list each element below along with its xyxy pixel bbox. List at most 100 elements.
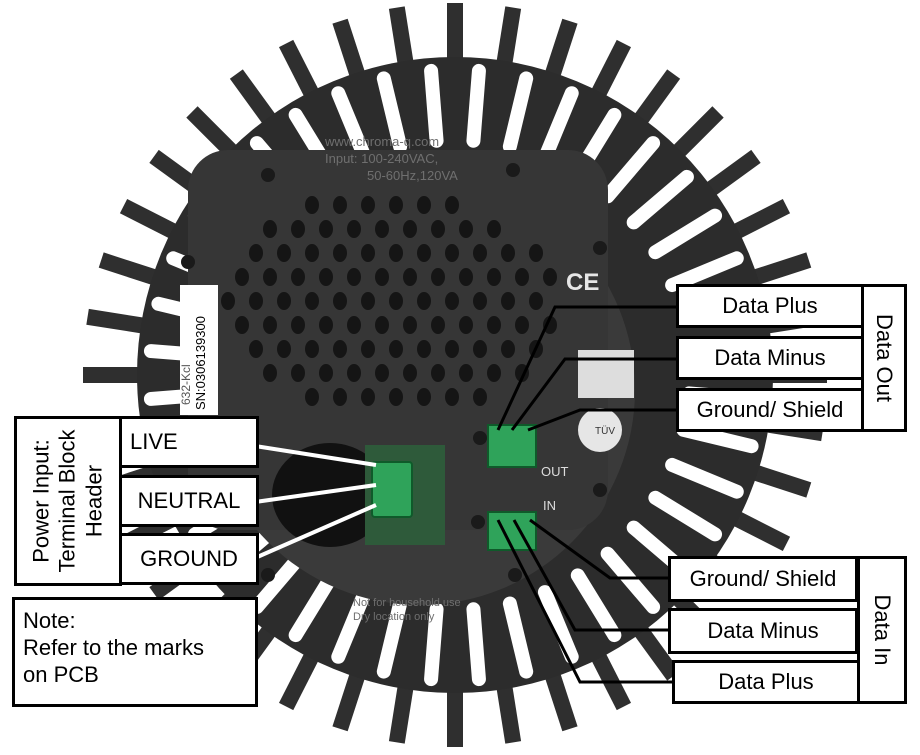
- vent-hole: [459, 268, 473, 286]
- vent-hole: [515, 364, 529, 382]
- vent-hole: [375, 316, 389, 334]
- vent-hole: [361, 244, 375, 262]
- vent-hole: [389, 196, 403, 214]
- vent-hole: [417, 244, 431, 262]
- vent-hole: [221, 292, 235, 310]
- data-in-ground-label: Ground/ Shield: [668, 556, 858, 602]
- data-out-minus-label: Data Minus: [676, 336, 864, 380]
- vent-hole: [291, 268, 305, 286]
- heatsink-slot: [376, 596, 408, 679]
- vent-hole: [319, 268, 333, 286]
- heatsink-slot: [648, 490, 723, 542]
- notice-line-1: Not for household use: [353, 597, 461, 609]
- heatsink-slot: [537, 86, 579, 165]
- vent-hole: [543, 316, 557, 334]
- vent-hole: [319, 364, 333, 382]
- vent-hole: [473, 388, 487, 406]
- data-out-plus-label: Data Plus: [676, 284, 864, 328]
- vent-hole: [515, 316, 529, 334]
- vent-hole: [487, 364, 501, 382]
- neutral-label: NEUTRAL: [119, 475, 259, 527]
- vent-hole: [431, 316, 445, 334]
- vent-hole: [333, 244, 347, 262]
- vent-hole: [417, 292, 431, 310]
- data-in-plus-label: Data Plus: [672, 660, 860, 704]
- heatsink-slot: [466, 63, 486, 148]
- vent-hole: [347, 220, 361, 238]
- vent-hole: [417, 388, 431, 406]
- vent-hole: [249, 340, 263, 358]
- vent-hole: [389, 388, 403, 406]
- vent-hole: [319, 220, 333, 238]
- vent-hole: [347, 268, 361, 286]
- data-in-title: Data In: [870, 594, 895, 666]
- vent-hole: [487, 220, 501, 238]
- input-rating-line-2: 50-60Hz,120VA: [367, 168, 458, 183]
- vent-hole: [445, 244, 459, 262]
- vent-hole: [445, 292, 459, 310]
- vent-hole: [445, 388, 459, 406]
- vent-hole: [347, 316, 361, 334]
- vent-hole: [487, 268, 501, 286]
- note-box: Note: Refer to the marks on PCB: [12, 597, 258, 707]
- vent-hole: [375, 268, 389, 286]
- heatsink-slot: [665, 457, 744, 499]
- vent-hole: [529, 340, 543, 358]
- in-port-label: IN: [543, 498, 556, 513]
- vent-hole: [473, 292, 487, 310]
- heatsink-slot: [665, 251, 744, 293]
- tuv-mark-text: TÜV: [595, 425, 615, 437]
- vent-hole: [277, 244, 291, 262]
- power-terminal-block: [371, 461, 413, 518]
- note-line-3: on PCB: [23, 661, 99, 687]
- vent-hole: [263, 316, 277, 334]
- notice-line-2: Dry location only: [353, 611, 435, 623]
- vent-hole: [515, 268, 529, 286]
- vent-hole: [249, 244, 263, 262]
- vent-hole: [361, 340, 375, 358]
- vent-hole: [403, 364, 417, 382]
- vent-hole: [305, 244, 319, 262]
- vent-hole: [375, 364, 389, 382]
- vent-hole: [277, 292, 291, 310]
- vent-hole: [487, 316, 501, 334]
- serial-label-sticker: [180, 285, 218, 415]
- note-line-2: Refer to the marks: [23, 634, 204, 660]
- power-input-title-box: Power Input: Terminal Block Header: [14, 416, 122, 586]
- vent-hole: [403, 268, 417, 286]
- vent-hole: [459, 364, 473, 382]
- vent-hole: [305, 340, 319, 358]
- handwritten-mark: 632-Kcl: [179, 364, 193, 405]
- vent-hole: [431, 220, 445, 238]
- vent-hole: [305, 388, 319, 406]
- vent-hole: [305, 196, 319, 214]
- heatsink-slot: [424, 602, 444, 687]
- vent-hole: [543, 268, 557, 286]
- data-out-terminal-block: [487, 424, 537, 468]
- vent-hole: [361, 292, 375, 310]
- vent-hole: [319, 316, 333, 334]
- vent-hole: [347, 364, 361, 382]
- vent-hole: [375, 220, 389, 238]
- heatsink-slot: [466, 602, 486, 687]
- heatsink-slot: [600, 136, 661, 204]
- vent-hole: [501, 340, 515, 358]
- vent-hole: [501, 244, 515, 262]
- vent-hole: [389, 340, 403, 358]
- serial-number: SN:0306139300: [193, 316, 208, 410]
- vent-hole: [361, 388, 375, 406]
- vent-hole: [361, 196, 375, 214]
- vent-hole: [403, 220, 417, 238]
- qr-code: [578, 350, 634, 398]
- vent-hole: [403, 316, 417, 334]
- vent-hole: [249, 292, 263, 310]
- heatsink-slot: [648, 208, 723, 260]
- vent-hole: [235, 316, 249, 334]
- vent-hole: [305, 292, 319, 310]
- vent-hole: [291, 316, 305, 334]
- live-label: LIVE: [119, 416, 259, 468]
- vent-hole: [501, 292, 515, 310]
- heatsink-slot: [424, 63, 444, 148]
- input-rating-line-1: Input: 100-240VAC,: [325, 151, 438, 166]
- vent-hole: [235, 268, 249, 286]
